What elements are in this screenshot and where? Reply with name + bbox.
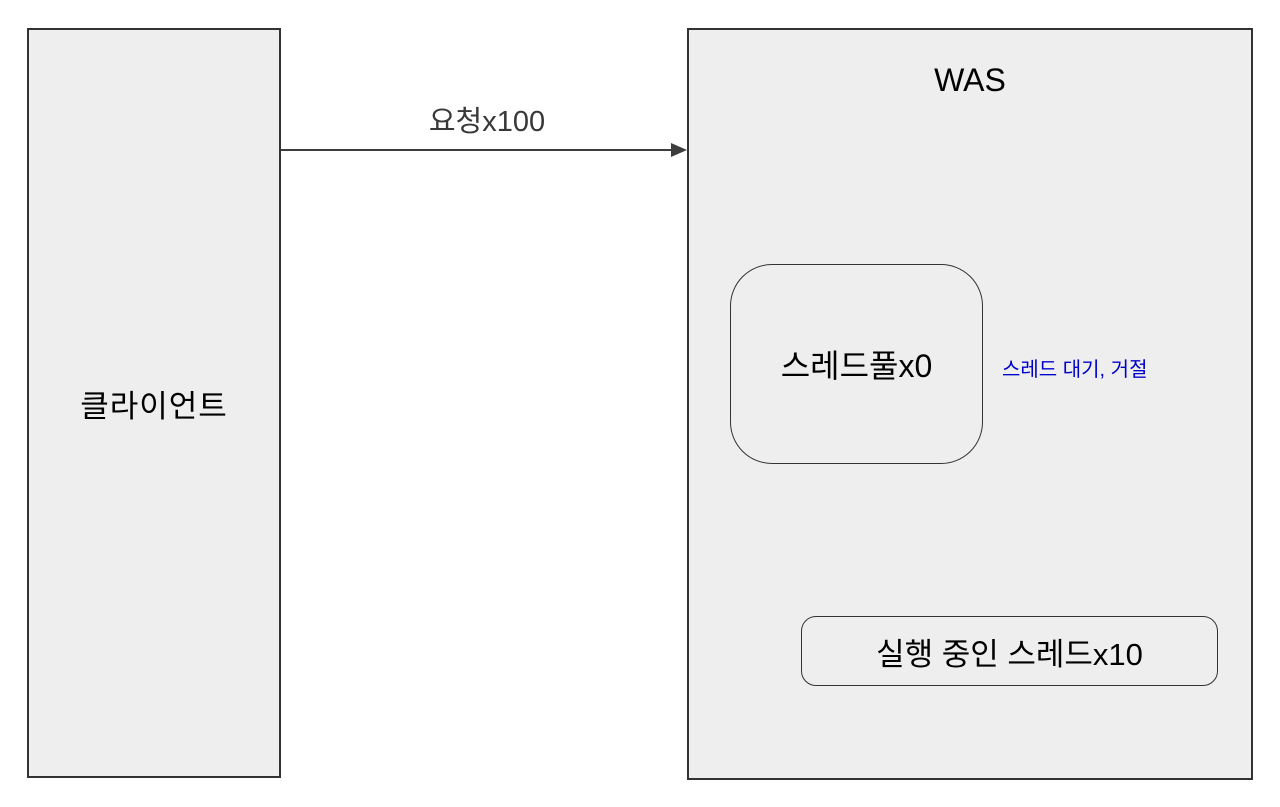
thread-pool-node-label: 스레드풀x0 [780, 348, 933, 384]
running-threads-node-label: 실행 중인 스레드x10 [876, 636, 1143, 672]
client-node-label: 클라이언트 [80, 388, 228, 424]
running-threads-node: 실행 중인 스레드x10 [801, 616, 1218, 686]
request-arrow-label: 요청x100 [428, 106, 546, 138]
request-arrow-head-icon [671, 143, 687, 157]
client-node: 클라이언트 [27, 28, 281, 778]
request-arrow-line [281, 149, 673, 151]
thread-pool-node: 스레드풀x0 [730, 264, 983, 464]
was-node-title: WAS [934, 62, 1006, 98]
thread-wait-reject-annotation: 스레드 대기, 거절 [1002, 359, 1148, 381]
